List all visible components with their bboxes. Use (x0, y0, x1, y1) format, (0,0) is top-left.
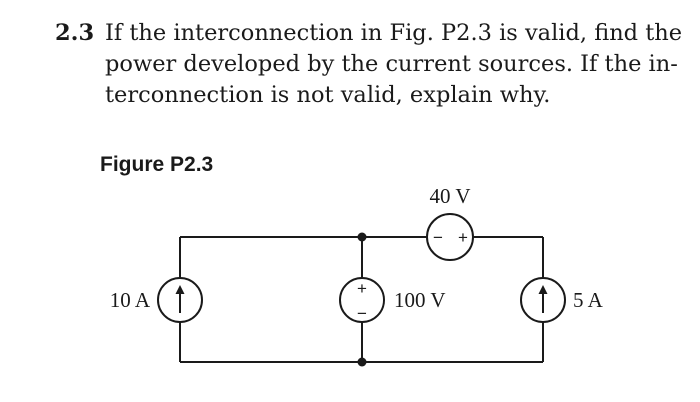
problem-text-line-1: If the interconnection in Fig. P2.3 is v… (105, 20, 683, 46)
voltage-source-top-plus: + (458, 228, 468, 247)
junction-dot-bottom (357, 357, 367, 367)
voltage-source-middle-label: 100 V (394, 288, 446, 312)
current-source-left-label: 10 A (110, 288, 151, 312)
voltage-source-top: − + 40 V (426, 184, 474, 261)
problem-number: 2.3 (55, 20, 95, 46)
arrow-up-icon (538, 285, 548, 313)
voltage-source-top-label: 40 V (429, 184, 470, 208)
junction-dot-top (357, 232, 367, 242)
current-source-right: 5 A (520, 277, 604, 323)
voltage-source-top-circle (426, 213, 474, 261)
voltage-source-middle-circle (339, 277, 385, 323)
problem-line-3: terconnection is not valid, explain why. (55, 80, 685, 111)
problem-statement: 2.3 If the interconnection in Fig. P2.3 … (55, 18, 685, 111)
problem-text-line-3: terconnection is not valid, explain why. (105, 82, 551, 108)
voltage-source-top-minus: − (433, 228, 443, 247)
voltage-source-middle-minus: − (357, 304, 367, 323)
current-source-right-label: 5 A (573, 288, 604, 312)
voltage-source-middle: + − 100 V (339, 277, 446, 323)
problem-line-1: 2.3 If the interconnection in Fig. P2.3 … (55, 18, 685, 49)
figure-label: Figure P2.3 (100, 153, 214, 176)
arrow-up-icon (175, 285, 185, 313)
current-source-left: 10 A (110, 277, 203, 323)
voltage-source-middle-plus: + (357, 279, 367, 298)
problem-text-line-2: power developed by the current sources. … (105, 51, 678, 77)
problem-line-2: power developed by the current sources. … (55, 49, 685, 80)
